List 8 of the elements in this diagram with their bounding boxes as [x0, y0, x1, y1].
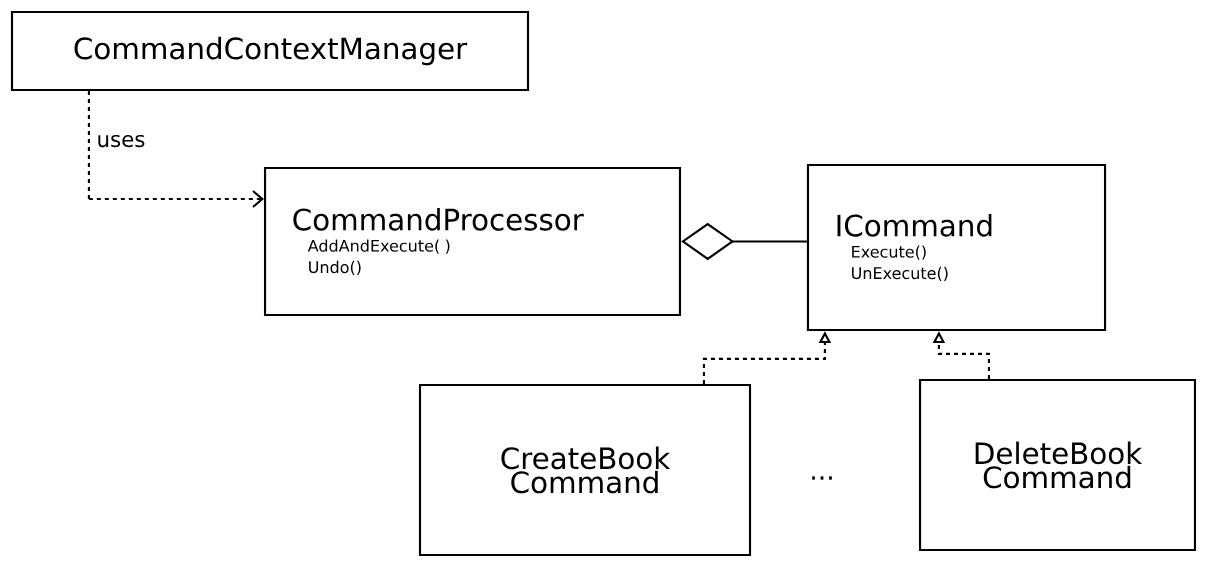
edge-label: uses [95, 133, 147, 149]
class-box: CreateBook Command [418, 383, 752, 557]
class-box: CommandProcessor AddAndExecute( ) Undo() [263, 166, 682, 317]
class-box: CommandContextManager [10, 10, 530, 92]
class-box: ICommand Execute() UnExecute() [806, 163, 1107, 332]
ellipsis-text: ... [812, 476, 832, 480]
class-box: DeleteBook Command [918, 378, 1197, 552]
connector [87, 91, 264, 208]
